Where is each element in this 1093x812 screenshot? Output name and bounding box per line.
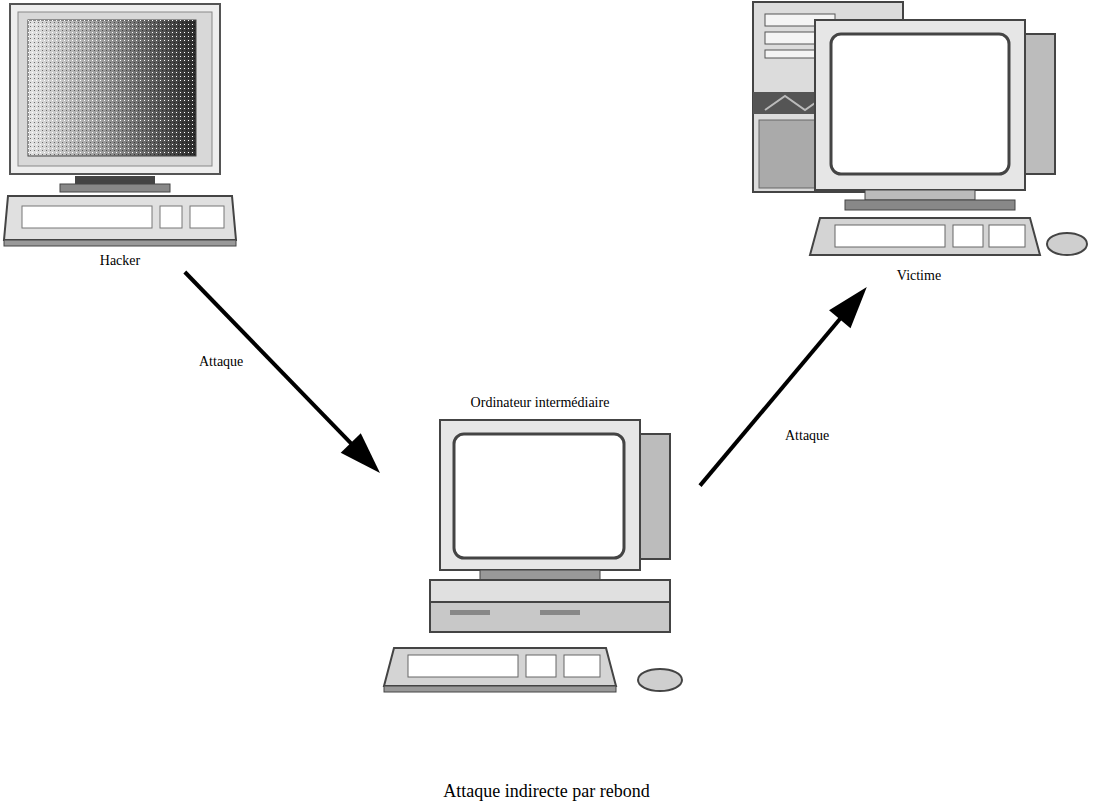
computer-node: Ordinateur intermédiaire [380,392,700,704]
computer-label: Victime [893,265,945,287]
computer-label: Ordinateur intermédiaire [467,392,614,414]
edge-label: Attaque [196,352,246,372]
victim-computer [745,0,1093,265]
computer-node: Hacker [0,0,240,272]
hacker-computer [0,0,240,250]
computer-label: Hacker [96,250,144,272]
attack-arrow [700,287,867,486]
diagram-caption: Attaque indirecte par rebond [0,780,1093,802]
edge-label: Attaque [782,426,832,446]
relay-computer [380,414,700,704]
attack-arrow [185,272,380,473]
computer-node: Victime [745,0,1093,287]
